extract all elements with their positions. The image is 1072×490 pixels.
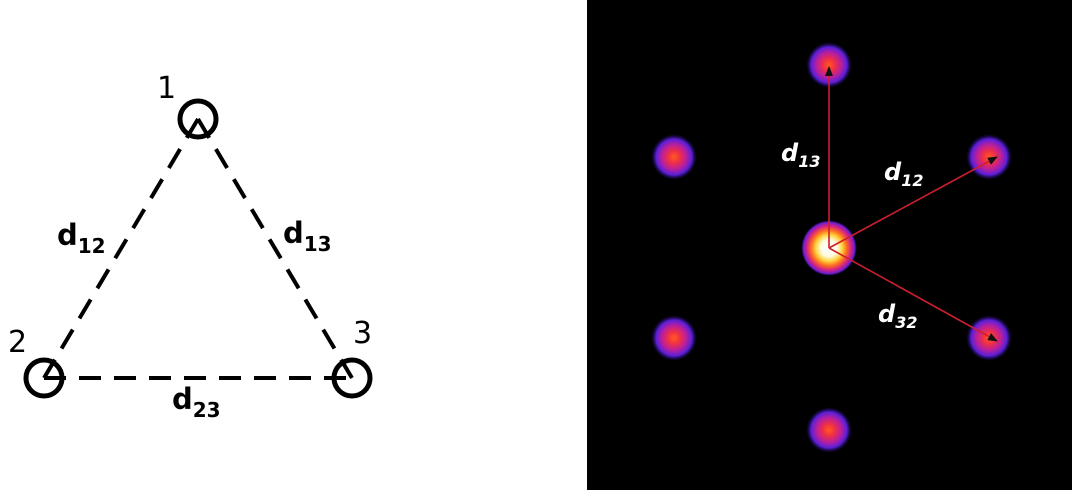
vector-d12-arrow xyxy=(828,156,998,249)
spot-top xyxy=(806,42,852,88)
vector-d32-arrow xyxy=(828,247,998,342)
spot-pattern: d13 d12 d32 xyxy=(587,0,1072,490)
vector-d12-label: d12 xyxy=(884,158,923,190)
node-2-label: 2 xyxy=(8,325,27,360)
edge-d13-line xyxy=(196,117,354,380)
edge-d23-label: d23 xyxy=(172,382,221,422)
edge-d12-label: d12 xyxy=(57,218,106,258)
vector-d32-label: d32 xyxy=(878,300,917,332)
node-2-circle xyxy=(23,357,65,399)
edge-d12-line xyxy=(42,117,200,380)
spot-lower-right xyxy=(966,315,1012,361)
node-1-label: 1 xyxy=(157,71,176,106)
vector-d13-label: d13 xyxy=(781,139,820,171)
node-3-label: 3 xyxy=(353,316,372,351)
spot-upper-left xyxy=(651,134,697,180)
node-3-circle xyxy=(331,357,373,399)
triangle-diagram: 1 2 3 d12 d13 d23 xyxy=(8,71,373,422)
spot-bottom xyxy=(806,407,852,453)
edge-d13-label: d13 xyxy=(283,216,332,256)
spot-upper-right xyxy=(966,134,1012,180)
spot-lower-left xyxy=(651,315,697,361)
node-1-circle xyxy=(177,98,219,140)
